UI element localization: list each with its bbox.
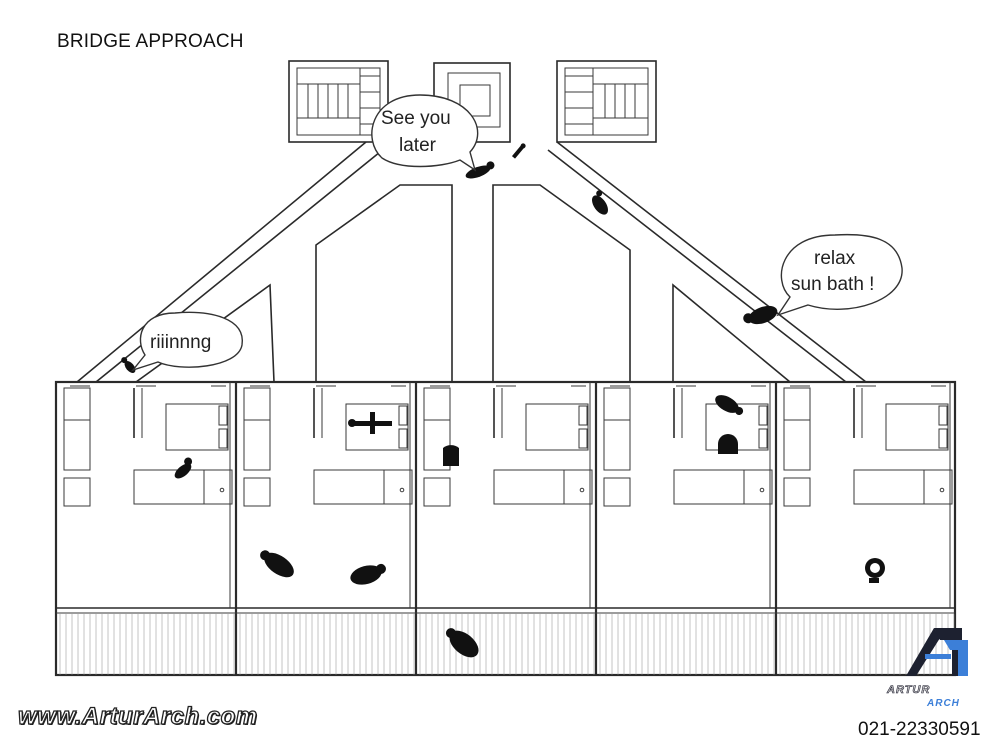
speech-bubble-top: See you later <box>371 94 479 172</box>
bubble-right-line1: relax <box>814 248 856 269</box>
pillow <box>758 428 768 449</box>
unit-3 <box>423 382 593 608</box>
sink <box>203 469 233 505</box>
pillow <box>938 428 948 449</box>
bed <box>165 403 229 451</box>
closet-lower <box>63 419 91 471</box>
logo-word-artur: ARTUR <box>887 684 931 697</box>
kitchen-counter <box>313 469 413 505</box>
cabinet <box>783 477 811 507</box>
pillow <box>758 405 768 426</box>
pillow <box>398 428 408 449</box>
pillow <box>938 405 948 426</box>
pillow <box>578 405 588 426</box>
closet-lower <box>603 419 631 471</box>
phone-number: 021-22330591 <box>858 719 981 740</box>
closet-lower <box>423 419 451 471</box>
website-url: www.ArturArch.com <box>17 702 258 730</box>
kitchen-counter <box>853 469 953 505</box>
speech-bubble-left: riiinnng <box>131 311 243 372</box>
speech-bubble-right: relax sun bath ! <box>776 233 903 317</box>
drain <box>399 487 405 493</box>
unit-2 <box>243 382 413 608</box>
drain <box>939 487 945 493</box>
cabinet <box>243 477 271 507</box>
right-stair <box>556 60 657 143</box>
left-stair <box>288 60 389 143</box>
closet <box>423 387 451 421</box>
pillow <box>398 405 408 426</box>
artur-arch-logo-icon <box>906 628 968 676</box>
closet-lower <box>243 419 271 471</box>
bed <box>345 403 409 451</box>
residential-units <box>54 380 957 677</box>
sink <box>563 469 593 505</box>
bed <box>885 403 949 451</box>
cabinet <box>423 477 451 507</box>
closet-lower <box>783 419 811 471</box>
cabinet <box>63 477 91 507</box>
balcony-decking <box>59 614 955 675</box>
closet <box>63 387 91 421</box>
pillow <box>218 405 228 426</box>
drain <box>219 487 225 493</box>
kitchen-counter <box>673 469 773 505</box>
pillow <box>218 428 228 449</box>
unit-1 <box>63 382 233 608</box>
bubble-top-line1: See you <box>381 108 451 129</box>
bed <box>525 403 589 451</box>
page-title: BRIDGE APPROACH <box>57 31 244 52</box>
sink <box>923 469 953 505</box>
sink <box>743 469 773 505</box>
unit-4 <box>603 382 773 608</box>
closet <box>603 387 631 421</box>
bubble-left-text: riiinnng <box>150 332 211 353</box>
bubble-right-line2: sun bath ! <box>791 274 874 295</box>
people-figures <box>121 143 885 658</box>
unit-interiors <box>63 382 953 608</box>
bubble-top-line2: later <box>399 135 437 156</box>
logo-word-arch: ARCH <box>927 698 960 709</box>
drain <box>759 487 765 493</box>
cabinet <box>603 477 631 507</box>
closet <box>243 387 271 421</box>
kitchen-counter <box>493 469 593 505</box>
unit-5 <box>783 382 953 608</box>
pillow <box>578 428 588 449</box>
drain <box>579 487 585 493</box>
bridges <box>76 141 867 383</box>
closet <box>783 387 811 421</box>
sink <box>383 469 413 505</box>
